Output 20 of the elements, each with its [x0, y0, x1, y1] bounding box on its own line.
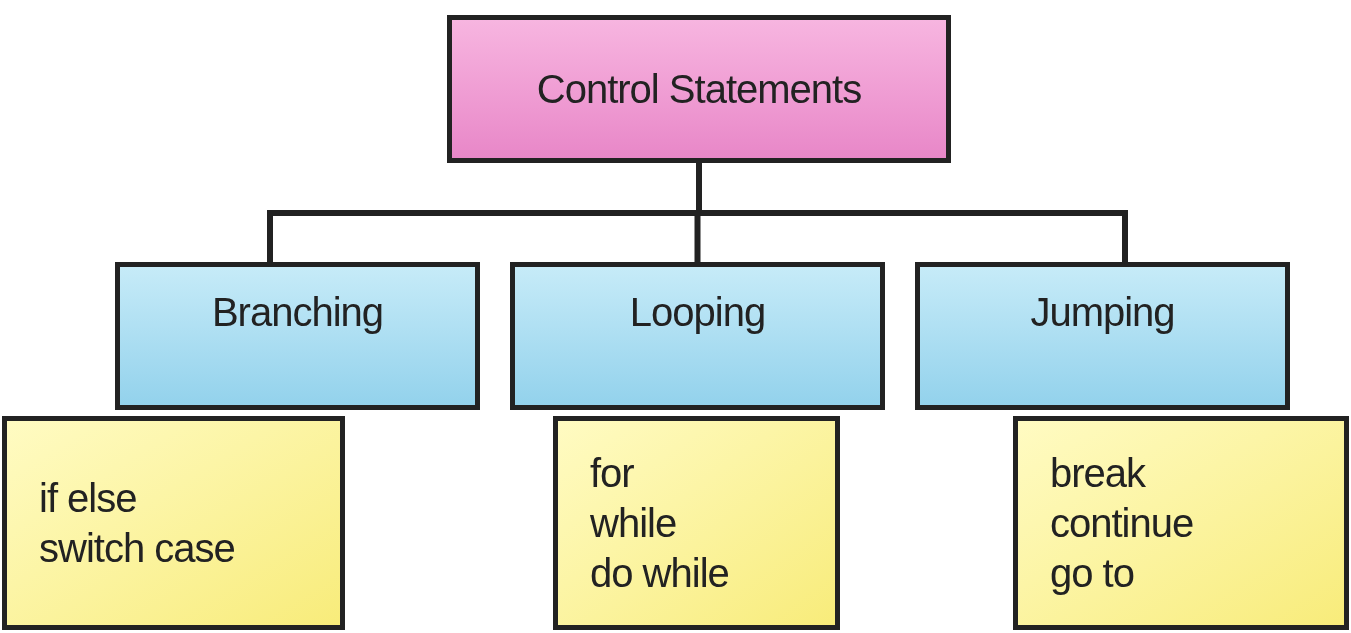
category-box [915, 262, 1290, 410]
statement-box [553, 416, 840, 630]
root-box [447, 15, 951, 163]
statement-text: for [590, 450, 634, 497]
statement-text: if else [39, 475, 137, 522]
statement-box [1013, 416, 1349, 630]
category-box [115, 262, 480, 410]
statement-box [2, 416, 345, 630]
statement-text: switch case [39, 525, 235, 572]
connector-line [696, 163, 1128, 262]
statement-text: go to [1050, 550, 1134, 597]
box-title: Branching [211, 289, 384, 336]
statement-text: do while [590, 550, 729, 597]
box-title: Jumping [1030, 289, 1175, 336]
box-title: Looping [629, 289, 766, 336]
box-title: Control Statements [536, 66, 862, 113]
category-box [510, 262, 885, 410]
statement-text: while [590, 500, 677, 547]
statement-text: continue [1050, 500, 1194, 547]
statement-text: break [1050, 450, 1146, 497]
